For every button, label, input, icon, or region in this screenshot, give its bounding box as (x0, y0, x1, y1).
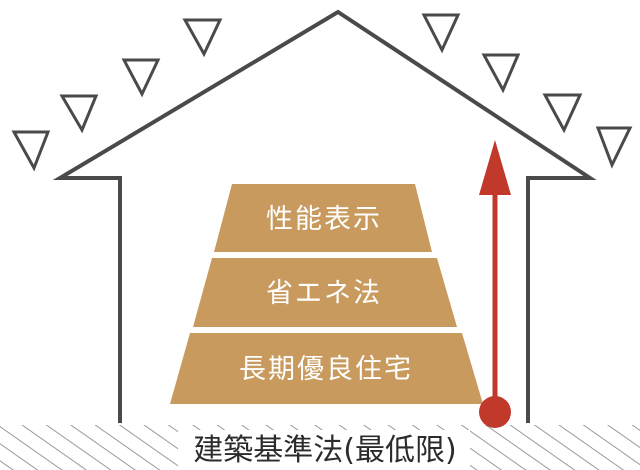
upward-arrow-icon (479, 140, 511, 428)
tier-bottom (170, 333, 483, 404)
foundation-label: 建築基準法(最低限) (193, 433, 456, 468)
house-outline (52, 9, 597, 423)
tier-top (214, 184, 432, 252)
falling-triangles (11, 13, 633, 172)
triangle-icon (121, 58, 161, 98)
tier-middle-label: 省エネ法 (266, 278, 382, 309)
triangle-icon (421, 13, 461, 54)
triangle-icon (542, 93, 583, 134)
tier-bottom-label: 長期優良住宅 (239, 354, 413, 385)
tier-top-label: 性能表示 (266, 204, 382, 235)
triangle-icon (11, 130, 51, 172)
tier-middle (193, 258, 457, 327)
triangle-icon (595, 126, 633, 169)
foundation-label-bg (178, 430, 470, 470)
triangle-icon (481, 53, 521, 94)
triangle-icon (182, 18, 223, 58)
triangle-icon (59, 94, 99, 134)
